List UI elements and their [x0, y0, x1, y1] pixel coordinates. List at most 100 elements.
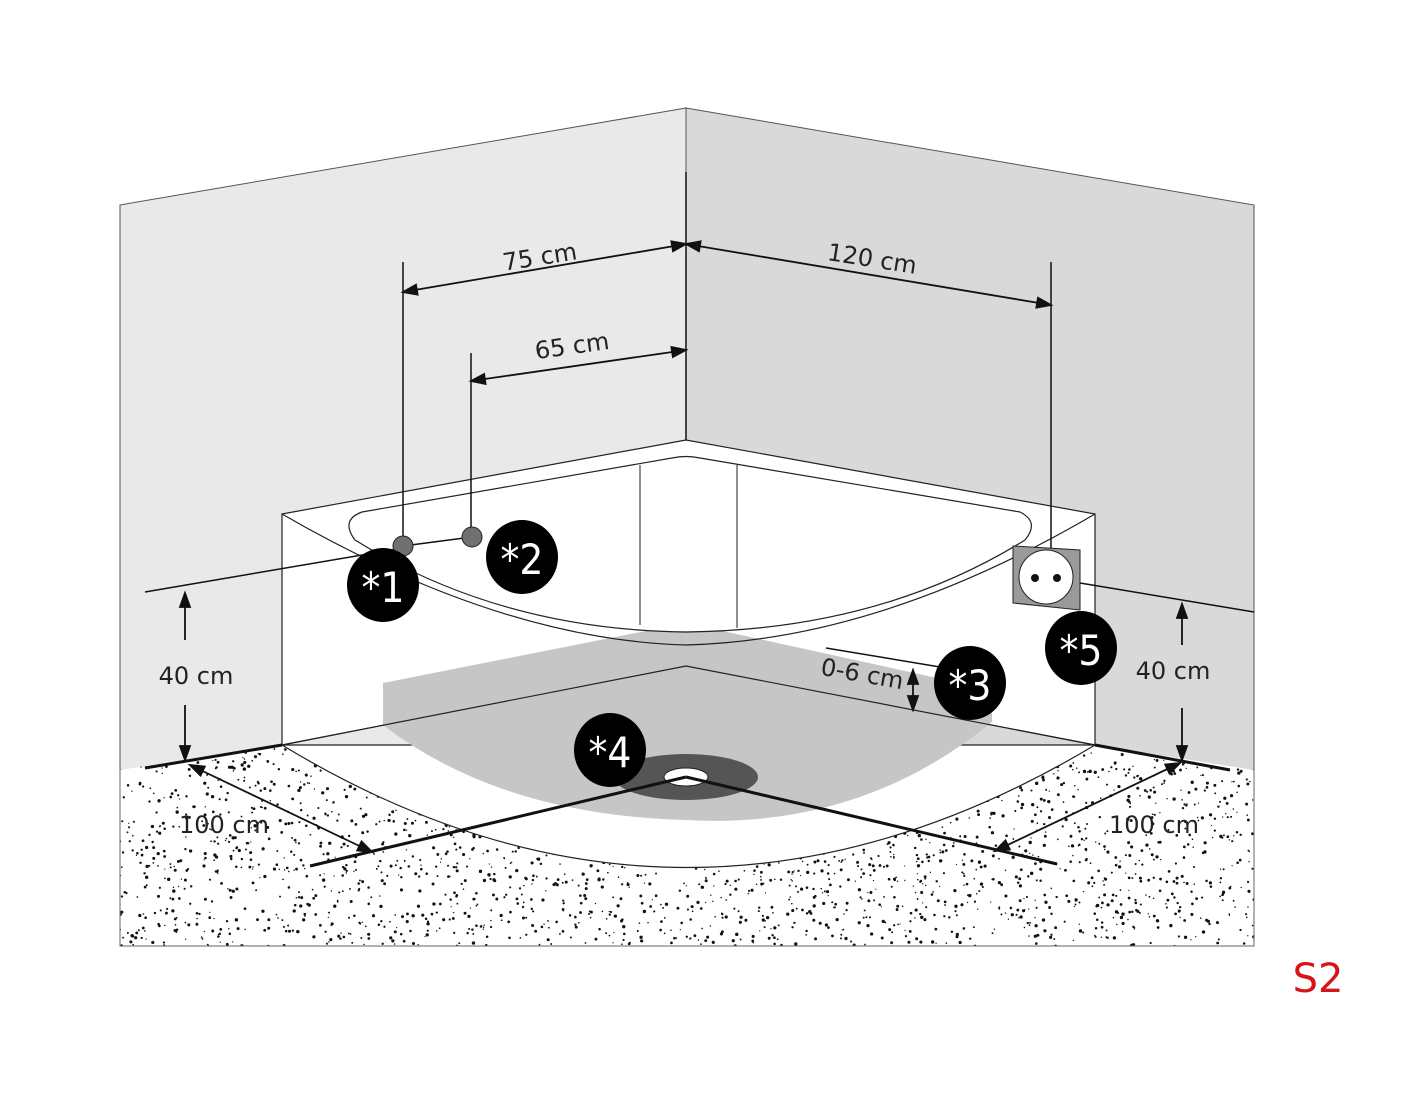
- speckle: [1152, 876, 1155, 879]
- speckle: [1203, 850, 1207, 854]
- speckle: [1184, 820, 1187, 824]
- speckle: [1039, 867, 1043, 871]
- speckle: [1054, 926, 1058, 930]
- speckle: [127, 826, 131, 829]
- speckle: [439, 861, 442, 863]
- speckle: [993, 928, 996, 930]
- speckle: [382, 851, 385, 853]
- diagonal-line: [309, 775, 687, 868]
- speckle: [663, 917, 666, 919]
- speckle: [1174, 912, 1177, 916]
- speckle: [1126, 817, 1130, 821]
- speckle: [394, 832, 398, 836]
- speckle: [827, 864, 830, 867]
- speckle: [521, 916, 525, 920]
- speckle: [1136, 909, 1140, 913]
- speckle: [1208, 813, 1213, 817]
- speckle: [284, 929, 288, 933]
- speckle: [1159, 812, 1161, 814]
- speckle: [1047, 815, 1052, 820]
- speckle: [786, 912, 790, 916]
- speckle: [878, 903, 882, 907]
- speckle: [213, 917, 215, 920]
- speckle: [1187, 791, 1191, 794]
- speckle: [318, 924, 322, 927]
- speckle: [435, 930, 438, 932]
- speckle: [760, 879, 762, 881]
- speckle: [738, 920, 742, 924]
- speckle: [387, 818, 391, 823]
- speckle: [1235, 831, 1239, 834]
- speckle: [1106, 850, 1110, 854]
- speckle: [737, 910, 740, 913]
- speckle: [277, 917, 279, 919]
- speckle: [126, 783, 130, 787]
- speckle: [482, 852, 485, 855]
- speckle: [1178, 905, 1182, 909]
- speckle: [406, 818, 409, 820]
- speckle: [482, 928, 485, 930]
- speckle: [1114, 910, 1119, 914]
- speckle: [860, 868, 863, 871]
- speckle: [1028, 924, 1031, 927]
- speckle: [760, 870, 763, 874]
- speckle: [1191, 902, 1194, 906]
- speckle: [208, 878, 212, 881]
- speckle: [862, 916, 865, 919]
- speckle: [224, 839, 227, 842]
- arrowhead: [355, 839, 375, 854]
- power-socket-icon: [1012, 545, 1081, 611]
- speckle: [227, 811, 230, 814]
- speckle: [1089, 862, 1092, 865]
- speckle: [916, 857, 920, 861]
- speckle: [1011, 855, 1015, 859]
- speckle: [1014, 875, 1018, 879]
- speckle: [1049, 935, 1053, 939]
- speckle: [455, 848, 458, 851]
- speckle: [1236, 768, 1240, 771]
- speckle: [755, 865, 759, 868]
- speckle: [453, 931, 456, 934]
- speckle: [1155, 758, 1159, 762]
- speckle: [235, 887, 239, 891]
- speckle: [266, 825, 270, 829]
- speckle: [408, 865, 411, 868]
- speckle: [405, 849, 408, 851]
- speckle: [1103, 877, 1106, 880]
- speckle: [188, 774, 192, 778]
- speckle: [778, 861, 780, 864]
- speckle: [579, 894, 582, 897]
- speckle: [192, 805, 196, 809]
- speckle: [1140, 849, 1144, 853]
- speckle: [795, 885, 797, 888]
- speckle: [1205, 918, 1209, 922]
- speckle: [1195, 897, 1199, 901]
- speckle: [909, 920, 912, 923]
- speckle: [1197, 802, 1200, 804]
- speckle: [395, 809, 397, 812]
- speckle: [1106, 783, 1109, 786]
- speckle: [704, 901, 707, 904]
- speckle: [361, 921, 364, 923]
- speckle: [487, 873, 491, 877]
- speckle: [1100, 936, 1103, 938]
- speckle: [1001, 814, 1005, 818]
- speckle: [613, 914, 618, 918]
- speckle: [827, 895, 829, 897]
- speckle: [375, 823, 378, 826]
- speckle: [789, 896, 791, 898]
- speckle: [733, 907, 736, 910]
- speckle: [613, 932, 615, 934]
- speckle: [938, 859, 943, 863]
- speckle: [254, 829, 257, 832]
- speckle: [1010, 913, 1014, 917]
- speckle: [326, 814, 330, 817]
- speckle: [1251, 867, 1254, 870]
- speckle: [463, 879, 467, 883]
- speckle: [137, 929, 140, 932]
- speckle: [403, 859, 406, 862]
- speckle: [913, 846, 917, 850]
- speckle: [816, 859, 820, 863]
- speckle: [1145, 834, 1148, 836]
- speckle: [305, 824, 308, 828]
